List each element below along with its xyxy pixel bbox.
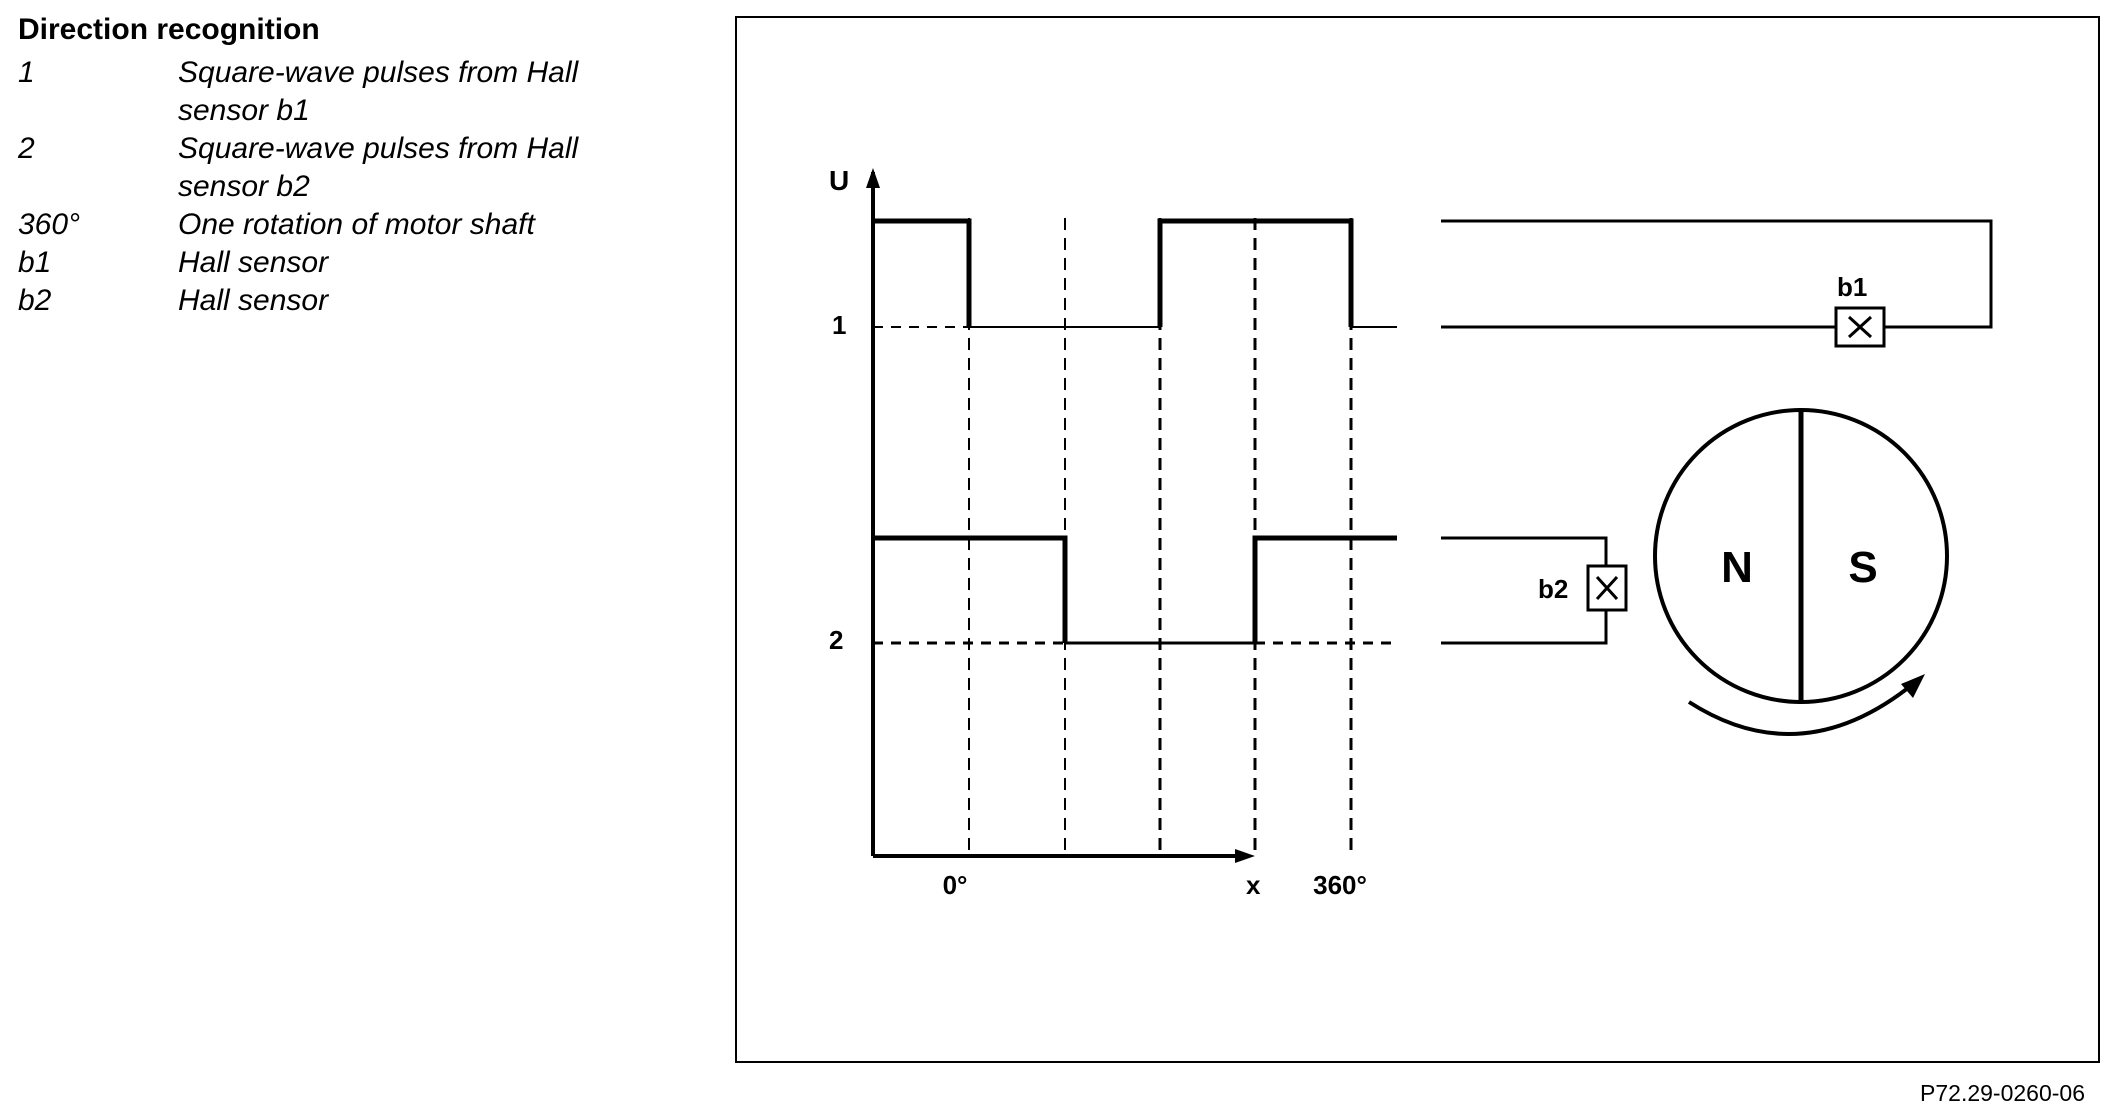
- legend-key: 360°: [18, 208, 81, 241]
- legend-key: b1: [18, 246, 52, 279]
- sensor-b1-label: b1: [1837, 272, 1867, 302]
- x-axis-arrow-icon: [1235, 849, 1255, 863]
- signal2-waveform: [873, 535, 1397, 645]
- pole-south-label: S: [1848, 543, 1877, 592]
- legend-description: Hall sensor: [178, 246, 329, 279]
- diagram-svg: U x 1 2 0° 360°: [829, 165, 1993, 900]
- axes: [871, 172, 1242, 858]
- legend-key: 1: [18, 56, 35, 89]
- pole-north-label: N: [1721, 543, 1753, 592]
- legend-item: b2 Hall sensor: [18, 282, 698, 320]
- signal2-label: 2: [829, 625, 843, 655]
- baselines: [873, 326, 1397, 645]
- signal1-waveform: [873, 218, 1354, 328]
- rotation-arrow-icon: [1901, 674, 1925, 698]
- sensor-b2-label: b2: [1538, 574, 1568, 604]
- diagram-frame: U x 1 2 0° 360°: [735, 16, 2100, 1063]
- legend-description: One rotation of motor shaft: [178, 208, 535, 241]
- rotation-arc: [1687, 682, 1915, 736]
- legend-item: 2 Square-wave pulses from Hall sensor b2: [18, 130, 698, 206]
- signal2-pulse-a: [873, 535, 1068, 643]
- sensor-b2-wiring: [1441, 536, 1608, 645]
- legend-item: b1 Hall sensor: [18, 244, 698, 282]
- sensor-b1-wiring: [1441, 219, 1993, 329]
- figure-id: P72.29-0260-06: [1920, 1080, 2085, 1106]
- legend-item: 360° One rotation of motor shaft: [18, 206, 698, 244]
- legend-key: 2: [18, 132, 35, 165]
- signal2-pulse-b: [1252, 535, 1397, 643]
- signal1-pulse-a: [873, 218, 972, 327]
- sensor-b2-upper-lead: [1441, 536, 1608, 566]
- signal1-pulse-b: [1157, 218, 1354, 327]
- sensor-b2-cross-icon: [1595, 575, 1619, 601]
- legend-title: Direction recognition: [18, 13, 320, 46]
- signal1-label: 1: [832, 310, 846, 340]
- y-axis-arrow-icon: [866, 168, 880, 188]
- sensor-b1-cross-icon: [1847, 315, 1873, 339]
- legend: Direction recognition 1 Square-wave puls…: [18, 10, 698, 320]
- y-axis-label: U: [829, 165, 849, 196]
- sensor-b2-lower-lead: [1441, 610, 1608, 645]
- legend-description: Square-wave pulses from Hall sensor b1: [178, 56, 579, 127]
- sensor-b1-loop: [1441, 219, 1993, 329]
- tick-360-label: 360°: [1313, 870, 1367, 900]
- legend-description: Hall sensor: [178, 284, 329, 317]
- tick-0-label: 0°: [943, 870, 968, 900]
- x-axis-label: x: [1246, 870, 1261, 900]
- legend-item: 1 Square-wave pulses from Hall sensor b1: [18, 54, 698, 130]
- legend-key: b2: [18, 284, 52, 317]
- legend-description: Square-wave pulses from Hall sensor b2: [178, 132, 579, 203]
- sensor-b2-box: [1586, 564, 1628, 612]
